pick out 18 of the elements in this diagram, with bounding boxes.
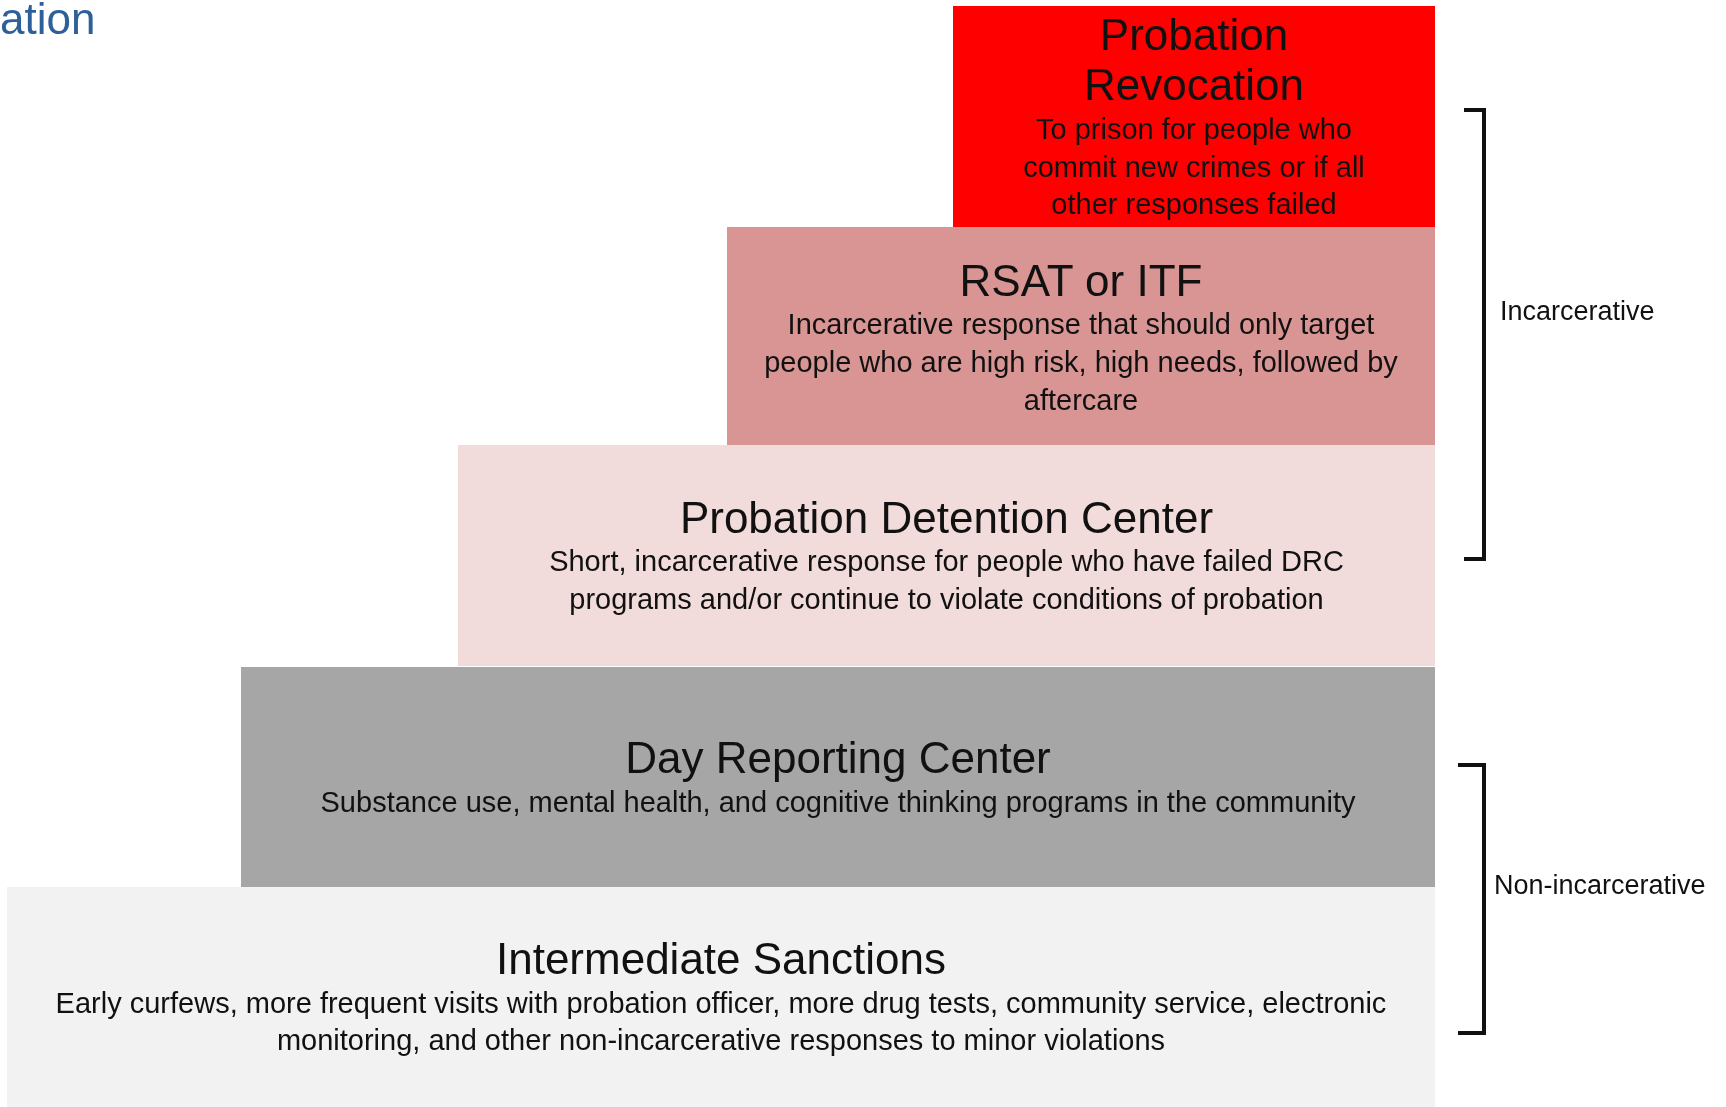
step-heading: RSAT or ITF [959,255,1203,307]
stair-step-box [953,6,1435,228]
stair-step-box [458,445,1435,666]
step-heading: Probation Revocation [1082,9,1306,112]
title-fragment: ation [0,0,96,44]
step-description: Early curfews, more frequent visits with probation officer, more drug tests, community service, electronic monitoring, and other non-incarcerative responses to minor violations [54,985,1388,1059]
stair-step-box [7,887,1435,1107]
bracket-label: Incarcerative [1500,296,1655,327]
step-description: Short, incarcerative response for people who have failed DRC programs and/or continue to violate conditions of probation [548,544,1345,617]
step-heading: Intermediate Sanctions [495,934,946,985]
step-heading: Probation Detention Center [679,492,1214,544]
stair-step-box [727,227,1435,448]
step-heading: Day Reporting Center [625,733,1051,784]
step-description: Substance use, mental health, and cognitive thinking programs in the community [320,784,1356,820]
step-description: To prison for people who commit new crimes or if all other responses failed [1022,112,1366,223]
bracket-label: Non-incarcerative [1494,870,1706,901]
stair-step-box [241,667,1435,888]
step-description: Incarcerative response that should only target people who are high risk, high needs, followed by aftercare [763,307,1399,418]
